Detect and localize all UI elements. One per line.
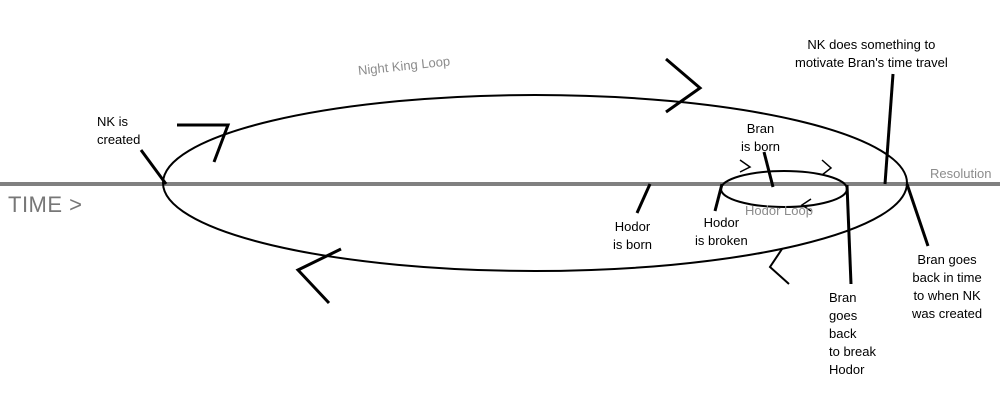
hodor-broken-pointer (713, 183, 724, 212)
bran-back-nk-pointer (905, 183, 930, 247)
nk-loop-arrow-bottom-left (295, 247, 342, 305)
hodor-born-label: Hodor is born (613, 219, 653, 252)
bran-born-label: Bran is born (741, 121, 781, 154)
nk-motivates-label: NK does something to motivate Bran's tim… (795, 37, 948, 70)
bran-back-hodor-label: Bran goes back to break Hodor (829, 290, 876, 377)
nk-motivates-pointer (883, 73, 895, 185)
night-king-loop-ellipse (162, 94, 908, 272)
nk-created-pointer (139, 149, 168, 185)
time-axis-label: TIME > (8, 192, 83, 217)
bran-born-pointer (762, 151, 775, 188)
hodor-loop-arrow-2 (821, 159, 833, 176)
nk-loop-arrow-top-right (665, 57, 703, 114)
bran-back-hodor-pointer (845, 184, 853, 285)
nk-loop-arrow-bottom-right (768, 248, 790, 285)
hodor-loop-label: Hodor Loop (745, 203, 813, 218)
nk-loop-arrow-top-left (177, 123, 231, 163)
hodor-born-pointer (635, 183, 652, 214)
nk-created-label: NK is created (97, 114, 141, 147)
hodor-broken-label: Hodor is broken (695, 215, 748, 248)
bran-back-nk-label: Bran goes back in time to when NK was cr… (912, 252, 983, 321)
hodor-loop-arrow-3 (800, 198, 812, 212)
resolution-label: Resolution (930, 166, 992, 181)
hodor-loop-arrow-1 (739, 159, 752, 173)
